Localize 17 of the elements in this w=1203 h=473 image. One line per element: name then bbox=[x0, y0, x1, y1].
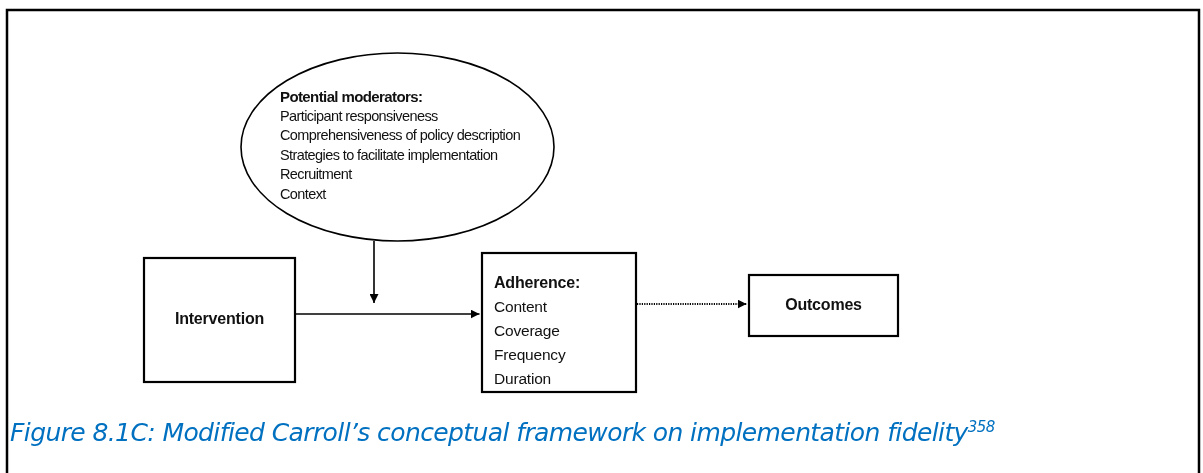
list-item: Content bbox=[494, 298, 547, 316]
arrow bbox=[369, 240, 379, 304]
list-item: Frequency bbox=[494, 346, 566, 364]
arrow bbox=[295, 309, 481, 319]
node-label: Outcomes bbox=[784, 295, 863, 314]
heading-text: Potential moderators: bbox=[280, 88, 423, 105]
list-item: Context bbox=[280, 185, 326, 202]
arrow bbox=[637, 299, 747, 309]
list-item: Strategies to facilitate implementation bbox=[280, 146, 498, 163]
heading-text: Adherence: bbox=[494, 274, 581, 292]
node-label: Intervention bbox=[173, 310, 266, 328]
list-item: Recruitment bbox=[280, 166, 352, 182]
list-item: Participant responsiveness bbox=[280, 107, 438, 124]
list-item: Coverage bbox=[494, 322, 560, 340]
figure-caption: Figure 8.1C: Modified Carroll’s conceptual framework on implementation fidelity$^{358}$ bbox=[10, 418, 995, 448]
list-item: Duration bbox=[494, 370, 551, 388]
list-item: Comprehensiveness of policy description bbox=[280, 127, 521, 143]
